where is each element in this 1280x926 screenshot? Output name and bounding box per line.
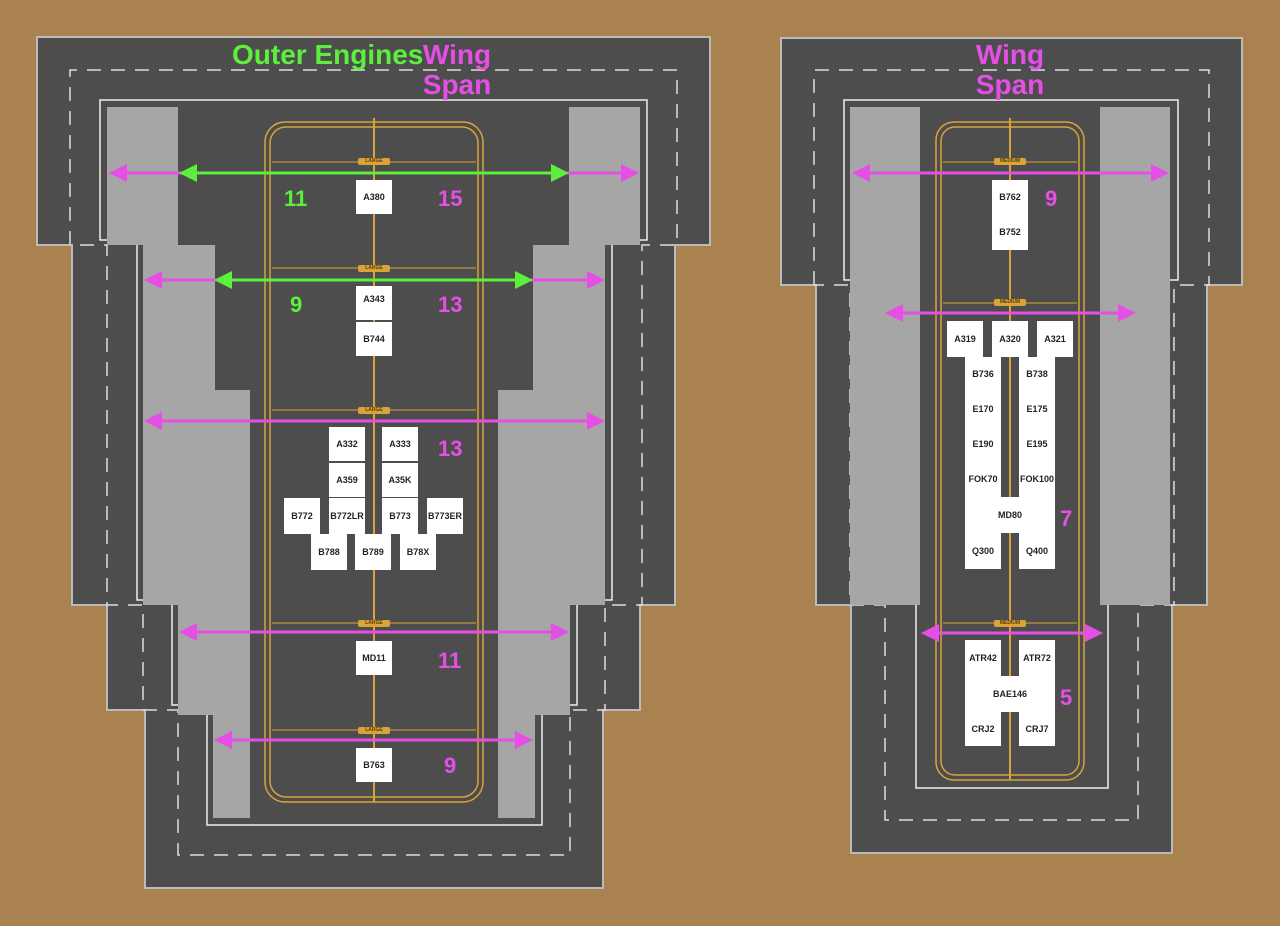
aircraft-stand[interactable]: B788 <box>311 534 347 570</box>
aircraft-stand[interactable]: FOK100 <box>1019 461 1055 497</box>
header-wing-span: Wing Span <box>422 39 492 100</box>
aircraft-stand[interactable]: Q400 <box>1019 533 1055 569</box>
header-outer-engines: Outer Engines <box>232 39 424 70</box>
aircraft-stand[interactable]: MD11 <box>356 641 392 675</box>
wing-span-value: 15 <box>438 186 463 211</box>
size-label: MEDIUM <box>994 299 1026 306</box>
wing-span-value: 11 <box>438 648 462 673</box>
size-label: MEDIUM <box>994 620 1026 627</box>
aircraft-stand[interactable]: E170 <box>965 391 1001 427</box>
medium-apron <box>780 37 1243 854</box>
aircraft-stand[interactable]: B738 <box>1019 357 1055 391</box>
aircraft-stand[interactable]: ATR72 <box>1019 640 1055 676</box>
size-label: LARGE <box>358 620 390 627</box>
engine-span-value: 9 <box>290 292 303 317</box>
engine-span-value: 11 <box>284 186 308 211</box>
size-label: LARGE <box>358 265 390 272</box>
wing-span-value: 13 <box>438 436 463 461</box>
wing-span-value: 9 <box>444 753 457 778</box>
aircraft-stand[interactable]: A321 <box>1037 321 1073 357</box>
aircraft-stand[interactable]: A380 <box>356 180 392 214</box>
aircraft-stand[interactable]: B744 <box>356 322 392 356</box>
aircraft-stand[interactable]: B773 <box>382 498 418 534</box>
aircraft-stand[interactable]: B773ER <box>427 498 463 534</box>
aircraft-stand[interactable]: B762 <box>992 180 1028 214</box>
aircraft-stand[interactable]: A320 <box>992 321 1028 357</box>
header-wing-span-right: Wing Span <box>975 39 1045 100</box>
aircraft-stand[interactable]: CRJ7 <box>1019 712 1055 746</box>
aircraft-stand[interactable]: E190 <box>965 427 1001 461</box>
aircraft-stand[interactable]: A35K <box>382 463 418 497</box>
aircraft-stand[interactable]: A319 <box>947 321 983 357</box>
wing-span-value: 9 <box>1045 186 1058 211</box>
wing-span-value: 5 <box>1060 685 1073 710</box>
aircraft-stand[interactable]: CRJ2 <box>965 712 1001 746</box>
aircraft-stand[interactable]: B772 <box>284 498 320 534</box>
wing-span-value: 13 <box>438 292 463 317</box>
aircraft-stand[interactable]: B736 <box>965 357 1001 391</box>
aircraft-stand[interactable]: B763 <box>356 748 392 782</box>
aircraft-stand[interactable]: A332 <box>329 427 365 461</box>
large-apron <box>36 36 711 889</box>
aircraft-stand[interactable]: ATR42 <box>965 640 1001 676</box>
aircraft-stand[interactable]: B78X <box>400 534 436 570</box>
aircraft-stand[interactable]: A333 <box>382 427 418 461</box>
aircraft-stand[interactable]: A359 <box>329 463 365 497</box>
aircraft-stand[interactable]: A343 <box>356 286 392 320</box>
aircraft-stand[interactable]: FOK70 <box>965 461 1001 497</box>
wing-span-value: 7 <box>1060 506 1073 531</box>
aircraft-stand[interactable]: E175 <box>1019 391 1055 427</box>
size-label: LARGE <box>358 407 390 414</box>
size-label: LARGE <box>358 158 390 165</box>
aircraft-stand[interactable]: B789 <box>355 534 391 570</box>
aircraft-stand[interactable]: Q300 <box>965 533 1001 569</box>
aircraft-stand[interactable]: B752 <box>992 214 1028 250</box>
size-label: LARGE <box>358 727 390 734</box>
aircraft-stand[interactable]: E195 <box>1019 427 1055 461</box>
size-label: MEDIUM <box>994 158 1026 165</box>
aircraft-stand[interactable]: BAE146 <box>965 676 1055 712</box>
aircraft-stand[interactable]: B772LR <box>329 498 365 534</box>
aircraft-stand[interactable]: MD80 <box>965 497 1055 533</box>
